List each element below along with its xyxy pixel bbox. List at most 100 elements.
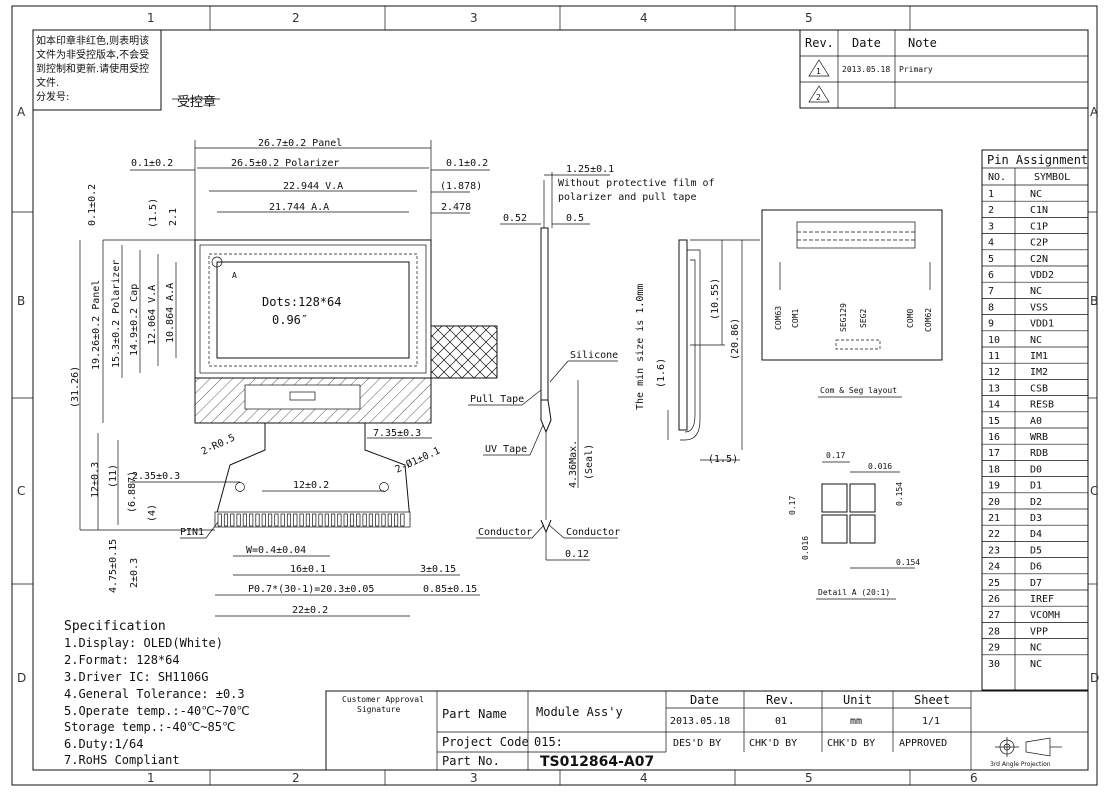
- h11-dim: (11): [108, 464, 119, 488]
- pin-symbol: NC: [1030, 643, 1042, 654]
- zone-bottom-2: 2: [292, 771, 300, 785]
- rev-value: 01: [775, 716, 787, 727]
- part-name-label: Part Name: [442, 707, 507, 721]
- spec-item: 3.Driver IC: SH1106G: [64, 670, 209, 684]
- fpc-pin: [249, 513, 254, 527]
- zone-right-d: D: [1090, 671, 1099, 685]
- com63-label: COM63: [774, 306, 783, 330]
- sheet-value: 1/1: [922, 716, 940, 727]
- top-gap-dim: 0.1±0.2: [87, 184, 98, 226]
- panel-height-dim: 19.26±0.2 Panel: [91, 280, 102, 370]
- top-21-dim: 2.1: [168, 208, 179, 226]
- pin-no-header: NO.: [988, 172, 1006, 183]
- pin-symbol: D4: [1030, 529, 1042, 540]
- fpc-pin: [280, 513, 285, 527]
- pin-symbol: IM2: [1030, 367, 1048, 378]
- fpc-pin: [375, 513, 380, 527]
- pin-symbol: NC: [1030, 335, 1042, 346]
- d22-dim: 22±0.2: [292, 605, 328, 616]
- pin-number: 27: [988, 610, 1000, 621]
- com-seg-layout: COM63 COM1 SEG129 SEG2 COM0 COM62 Com & …: [761, 209, 943, 398]
- pin-symbol: NC: [1030, 659, 1042, 670]
- fpc-pin: [394, 513, 399, 527]
- fpc-pin: [356, 513, 361, 527]
- outer-frame: [11, 5, 1098, 786]
- date-head: Date: [690, 693, 719, 707]
- side-view: 1.25±0.1 Without protective film of pola…: [468, 164, 715, 561]
- front-view: Dots:128*64 0.96″ A PIN1 26.7±0.2 Panel …: [70, 138, 498, 617]
- control-stamp: 受控章: [177, 94, 216, 110]
- detail-0154-right: 0.154: [895, 482, 904, 506]
- pin-number: 8: [988, 302, 994, 313]
- pin-number: 15: [988, 416, 1000, 427]
- pin-number: 11: [988, 351, 1000, 362]
- spec-title: Specification: [64, 619, 166, 634]
- note-header: Note: [908, 36, 937, 50]
- pin-number: 22: [988, 529, 1000, 540]
- fpc-pin: [312, 513, 317, 527]
- project-code-value: 015:: [534, 735, 563, 749]
- polarizer-width-dim: 26.5±0.2 Polarizer: [231, 158, 339, 169]
- sheet-head: Sheet: [914, 693, 950, 707]
- zone-bottom-4: 4: [640, 771, 648, 785]
- zone-right-c: C: [1090, 484, 1098, 498]
- fpc-pin: [242, 513, 247, 527]
- pin-symbol: D1: [1030, 481, 1042, 492]
- pin-symbol: VCOMH: [1030, 610, 1060, 621]
- pin-number: 28: [988, 626, 1000, 637]
- fpc-pin: [255, 513, 260, 527]
- d2086-dim: (20.86): [730, 318, 741, 360]
- zone-bottom-5: 5: [805, 771, 813, 785]
- t05-dim: 0.5: [566, 213, 584, 224]
- rev-header: Rev.: [805, 36, 834, 50]
- d16-bend-dim: (1.6): [656, 358, 667, 388]
- fpc-pin: [274, 513, 279, 527]
- rev-number: 1: [816, 67, 821, 76]
- pin-symbol: IREF: [1030, 594, 1054, 605]
- detail-0016-left: 0.016: [801, 536, 810, 560]
- side-note-line1: Without protective film of: [558, 178, 715, 189]
- pin-number: 2: [988, 205, 994, 216]
- pin-symbol: VPP: [1030, 626, 1048, 637]
- pin-symbol: A0: [1030, 416, 1042, 427]
- t052-dim: 0.52: [503, 213, 527, 224]
- right-2478-dim: 2.478: [441, 202, 471, 213]
- customer-signature: Signature: [357, 705, 401, 714]
- pin-table-title: Pin Assignment: [987, 153, 1088, 167]
- pin-number: 26: [988, 594, 1000, 605]
- pin-symbol: C2P: [1030, 238, 1048, 249]
- detail-caption: Detail A (20:1): [818, 588, 890, 597]
- title-block: Customer Approval Signature Part Name Mo…: [325, 690, 1089, 771]
- projection-label: 3rd Angle Projection: [990, 761, 1051, 768]
- pin-symbol: D5: [1030, 545, 1042, 556]
- side-note-line2: polarizer and pull tape: [558, 192, 696, 203]
- notice-line: 如本印章非红色,则表明该: [36, 34, 149, 47]
- fpc-pin: [387, 513, 392, 527]
- r05-dim: 2-R0.5: [200, 432, 237, 457]
- bend-view: The min size is 1.0mm (10.55) (20.86) (1…: [635, 239, 760, 465]
- pin-number: 25: [988, 578, 1000, 589]
- unit-value: mm: [850, 716, 862, 727]
- pin-number: 13: [988, 383, 1000, 394]
- pin-number: 29: [988, 643, 1000, 654]
- fpc-pin: [381, 513, 386, 527]
- uv-tape-label: UV Tape: [485, 444, 527, 455]
- notice-line: 分发号:: [36, 90, 69, 103]
- seal-max-dim: 4.36Max.: [568, 440, 579, 488]
- d1055-dim: (10.55): [710, 278, 721, 320]
- detail-017-left: 0.17: [788, 496, 797, 515]
- aa-width-dim: 21.744 A.A: [269, 202, 329, 213]
- detail-a-marker: A: [232, 271, 237, 280]
- fpc-pin: [293, 513, 298, 527]
- fpc-pin: [261, 513, 266, 527]
- pin1-label: PIN1: [180, 527, 204, 538]
- designed-by: DES'D BY: [673, 738, 721, 749]
- pin-number: 9: [988, 319, 994, 330]
- fpc-pin: [223, 513, 229, 527]
- detail-0016-top: 0.016: [868, 462, 892, 471]
- fpc-pin: [337, 513, 342, 527]
- com62-label: COM62: [924, 308, 933, 332]
- pin-number: 4: [988, 238, 994, 249]
